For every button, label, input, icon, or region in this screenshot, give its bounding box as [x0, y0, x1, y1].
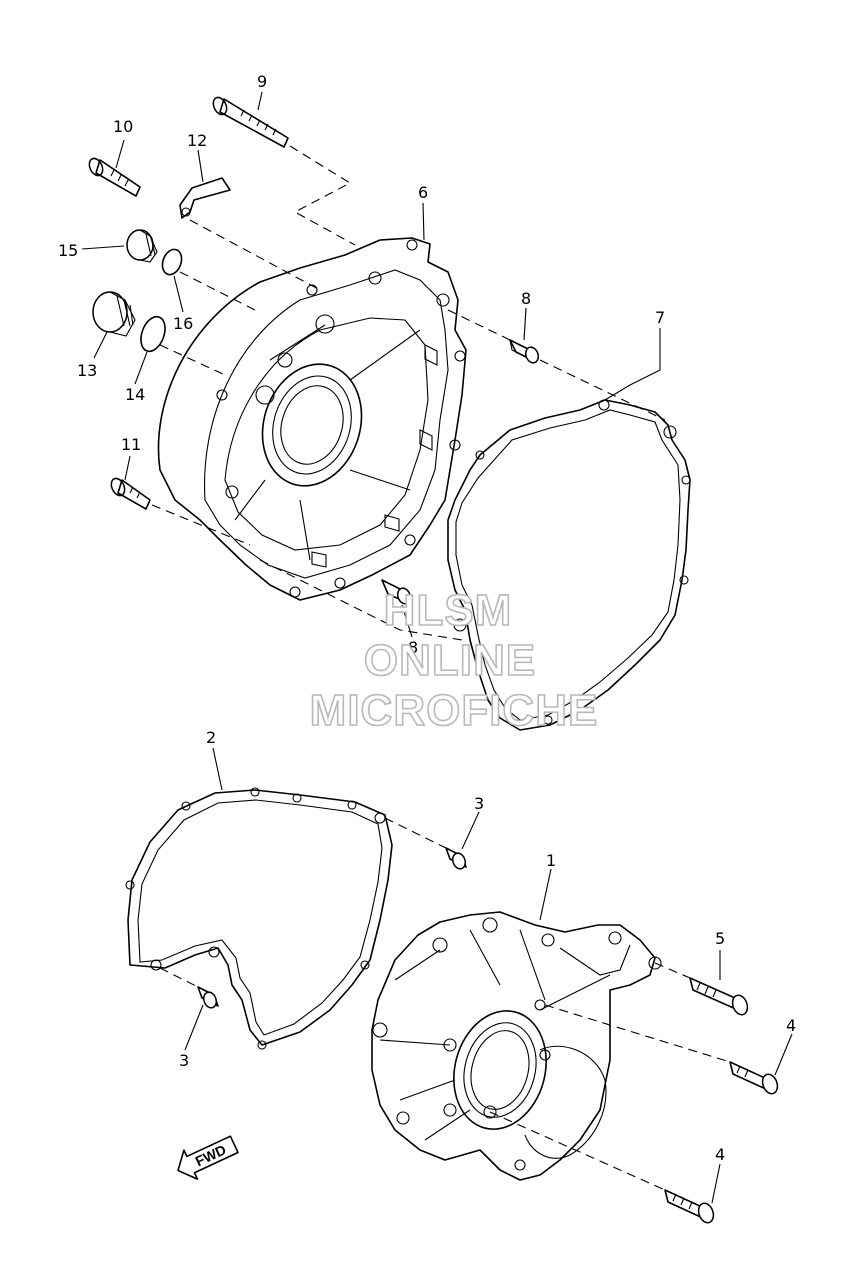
dowel-pin-part-8-lower — [381, 579, 412, 605]
alignment-lines-upper — [151, 145, 666, 641]
watermark: HLSM ONLINE MICROFICHE — [309, 585, 599, 736]
callout-5: 5 — [715, 929, 725, 948]
callout-11: 11 — [121, 435, 141, 454]
alignment-lines-lower — [159, 817, 731, 1191]
plug-part-13 — [92, 291, 136, 337]
callout-6: 6 — [418, 183, 428, 202]
callout-8-lower: 8 — [408, 638, 418, 657]
crankcase-cover-part-1 — [371, 911, 662, 1181]
callout-7: 7 — [655, 308, 665, 327]
bracket-part-12 — [179, 177, 231, 219]
callout-16: 16 — [173, 314, 193, 333]
callout-1: 1 — [546, 851, 556, 870]
callout-12: 12 — [187, 131, 207, 150]
dowel-pin-part-3-lower — [197, 986, 219, 1009]
callout-13: 13 — [77, 361, 97, 380]
bolt-part-5 — [689, 977, 749, 1016]
leader-lines — [81, 91, 793, 1204]
gasket-part-2 — [125, 787, 393, 1050]
callout-3-upper: 3 — [474, 794, 484, 813]
watermark-line-3: MICROFICHE — [310, 686, 599, 735]
forward-arrow-icon: FWD — [177, 1135, 239, 1180]
callouts: 9 10 12 15 16 13 14 11 6 8 7 8 2 3 1 5 4… — [58, 72, 796, 1164]
plug-part-15 — [126, 229, 158, 263]
callout-14: 14 — [125, 385, 145, 404]
callout-10: 10 — [113, 117, 133, 136]
watermark-line-1: HLSM — [384, 586, 513, 635]
o-ring-part-14 — [140, 315, 166, 353]
bolt-part-11 — [110, 477, 151, 510]
watermark-line-2: ONLINE — [364, 636, 536, 685]
callout-9: 9 — [257, 72, 267, 91]
bolt-part-10 — [88, 157, 141, 197]
o-ring-part-16 — [161, 248, 183, 276]
callout-2: 2 — [206, 728, 216, 747]
callout-4-upper: 4 — [786, 1016, 796, 1035]
dowel-pin-part-3-upper — [445, 847, 467, 870]
bolt-part-4-lower — [664, 1189, 715, 1224]
callout-3-lower: 3 — [179, 1051, 189, 1070]
bolt-part-4-upper — [729, 1061, 779, 1095]
callout-8-upper: 8 — [521, 289, 531, 308]
bolt-part-9 — [212, 96, 289, 148]
gasket-part-7 — [447, 399, 691, 731]
callout-4-lower: 4 — [715, 1145, 725, 1164]
crankcase-cover-part-6 — [157, 237, 467, 601]
dowel-pin-part-8-upper — [509, 339, 540, 364]
callout-15: 15 — [58, 241, 78, 260]
